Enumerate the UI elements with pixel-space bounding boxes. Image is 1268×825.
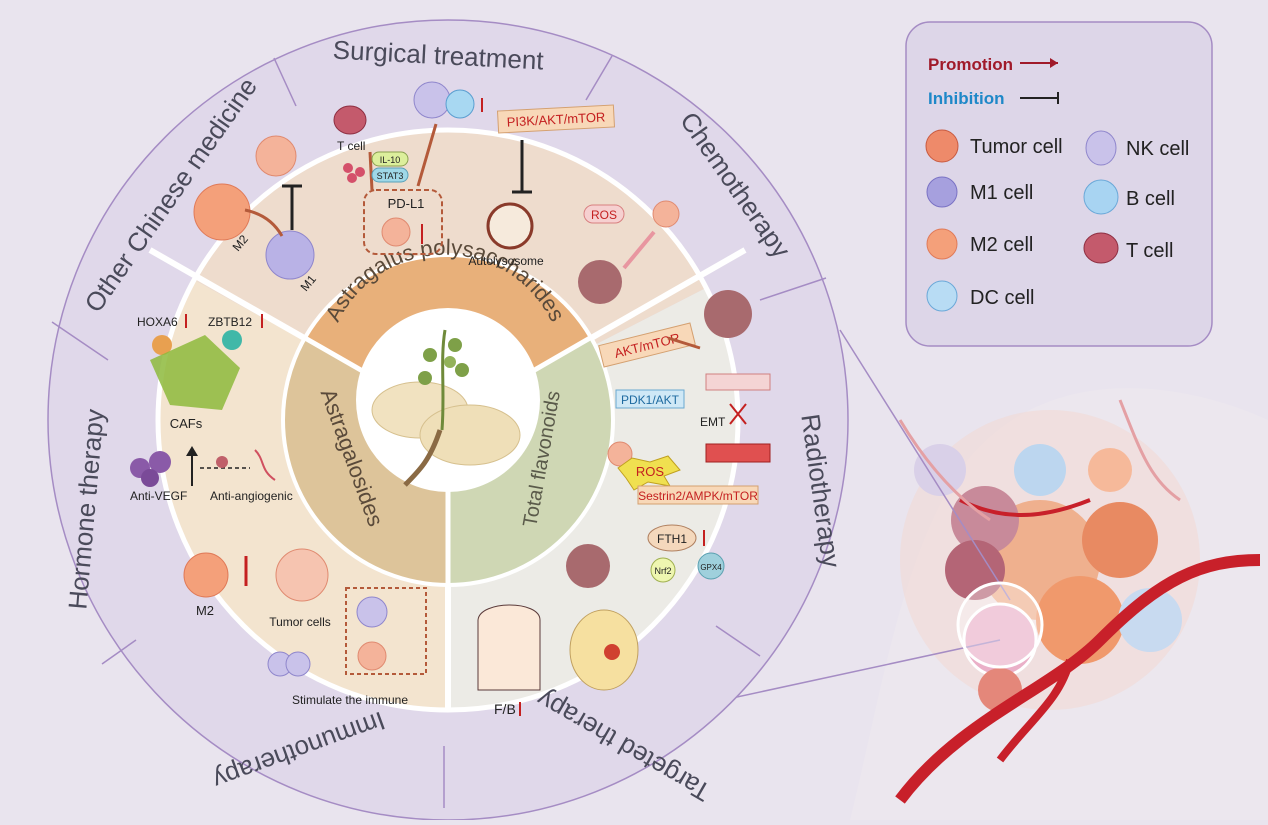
hoxa6-label: HOXA6	[137, 315, 178, 329]
zoom-line	[839, 329, 1011, 601]
zoom-lens	[956, 581, 1044, 669]
emt-label: EMT	[700, 415, 726, 429]
stimulate-label: Stimulate the immune	[292, 693, 408, 707]
legend-nk-icon	[1085, 130, 1117, 166]
legend-m1-icon	[926, 176, 958, 208]
tumor-cell-icon	[255, 135, 297, 177]
cafs-label: CAFs	[170, 416, 203, 431]
fth1-label: FTH1	[657, 532, 687, 546]
ring-dividers	[51, 55, 827, 808]
legend-dc-label: DC cell	[970, 287, 1034, 309]
autolysosome-label: Autolysosome	[468, 254, 544, 268]
legend-b-label: B cell	[1126, 188, 1175, 210]
legend-t-label: T cell	[1126, 240, 1173, 262]
zbtb12-label: ZBTB12	[208, 315, 252, 329]
pathway-label: PI3K/AKT/mTOR	[506, 109, 605, 129]
tumor-cells-label: Tumor cells	[269, 615, 331, 629]
legend-t-icon	[1083, 232, 1119, 264]
nrf2-label: Nrf2	[654, 566, 671, 576]
legend-m2-icon	[926, 228, 958, 260]
top-panel: M2 M1 T cell IL-10 STAT3 PD-L1 PI3K/AKT/…	[193, 81, 680, 304]
right-ros-label: ROS	[636, 464, 665, 479]
tumor-microenvironment-illustration	[850, 388, 1268, 820]
legend-tumor-icon	[925, 129, 959, 163]
il10-label: IL-10	[380, 155, 401, 165]
sestrin-label: Sestrin2/AMPK/mTOR	[638, 489, 758, 503]
tcell-label: T cell	[337, 139, 365, 153]
legend: Promotion Inhibition Tumor cell NK cell …	[905, 21, 1213, 347]
anti-angio-label: Anti-angiogenic	[210, 489, 293, 503]
legend-b-icon	[1083, 179, 1119, 215]
nk-cell-icon	[413, 81, 451, 119]
left-m2-label: M2	[196, 603, 214, 618]
legend-m2-label: M2 cell	[970, 234, 1033, 256]
legend-dc-icon	[926, 280, 958, 312]
m1-cell-icon	[265, 230, 315, 280]
stat3-label: STAT3	[377, 171, 404, 181]
astragalus-herb-illustration	[371, 329, 521, 487]
legend-nk-label: NK cell	[1126, 138, 1189, 160]
legend-m1-label: M1 cell	[970, 182, 1033, 204]
right-panel: AKT/mTOR PDK1/AKT EMT ROS Sestrin2/AMPK/…	[477, 290, 771, 717]
gpx4-label: GPX4	[700, 563, 722, 572]
dc-cell-icon	[445, 89, 475, 119]
legend-tumor-label: Tumor cell	[970, 136, 1063, 158]
left-panel: HOXA6 ZBTB12 CAFs Anti-VEGF Anti-angioge…	[130, 314, 427, 707]
legend-promotion-label: Promotion	[928, 55, 1013, 74]
pdl1-label: PD-L1	[388, 196, 425, 211]
m2-cell-icon	[193, 183, 251, 241]
zoom-line	[699, 639, 1001, 706]
ros-label: ROS	[591, 208, 617, 222]
legend-inhibition-label: Inhibition	[928, 89, 1004, 108]
anti-vegf-label: Anti-VEGF	[130, 489, 187, 503]
pdk1-label: PDK1/AKT	[621, 393, 680, 407]
fb-label: F/B	[494, 701, 516, 717]
